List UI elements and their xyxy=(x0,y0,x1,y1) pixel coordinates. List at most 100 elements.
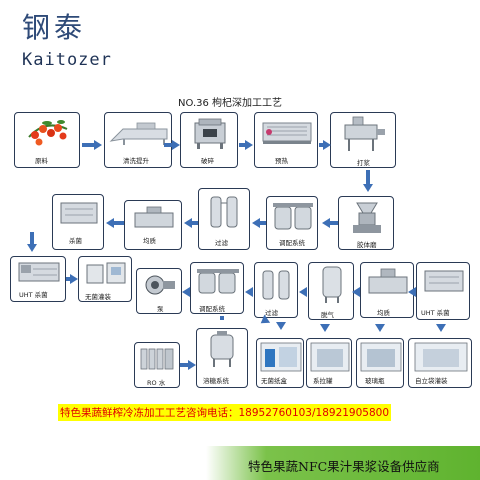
blending-tank-image xyxy=(197,269,239,294)
step-homogenize-2: 均质 xyxy=(360,262,414,318)
preheater-image xyxy=(262,122,312,144)
contact-phones: 18952760103/18921905800 xyxy=(238,407,390,419)
pkg-glass-bottle: 玻璃瓶 xyxy=(356,338,404,388)
flow-arrow-shaft xyxy=(239,143,245,147)
homogenizer-image xyxy=(134,206,174,228)
step-label: 自立袋灌装 xyxy=(415,377,448,385)
step-aseptic-filling: 无菌灌装 xyxy=(78,256,132,302)
step-uht-sterilize-1: UHT 杀菌 xyxy=(10,256,66,302)
uht-sterilizer-image xyxy=(424,270,464,292)
flow-arrow-head xyxy=(70,274,78,284)
flow-arrow-shaft xyxy=(220,316,224,320)
sterilizer-image xyxy=(60,202,98,224)
step-label: 过滤 xyxy=(265,309,278,317)
contact-label: 特色果蔬鲜榨冷冻加工工艺咨询电话： xyxy=(60,407,239,419)
flow-arrow-shaft xyxy=(164,143,172,147)
flow-arrow-head xyxy=(276,322,286,330)
pkg-standup-pouch: 自立袋灌装 xyxy=(408,338,472,388)
step-filter-2: 过滤 xyxy=(254,262,298,318)
footer-text: 特色果蔬NFC果汁果浆设备供应商 xyxy=(248,459,440,474)
step-uht-sterilize-2: UHT 杀菌 xyxy=(416,262,470,320)
footer-banner xyxy=(206,446,480,480)
step-label: 原料 xyxy=(35,157,48,165)
flow-arrow-shaft xyxy=(114,221,124,225)
step-label: 胶体磨 xyxy=(357,241,377,249)
step-label: UHT 杀菌 xyxy=(421,309,450,317)
flow-arrow-head xyxy=(184,218,192,228)
step-raw-material: 原料 xyxy=(14,112,80,168)
step-degassing: 脱气 xyxy=(308,262,354,320)
step-label: 溶糖系统 xyxy=(203,377,229,385)
step-washing-elevator: 清洗提升 xyxy=(104,112,172,168)
step-label: RO 水 xyxy=(147,379,166,387)
flow-arrow-head xyxy=(245,140,253,150)
step-label: 无菌纸盒 xyxy=(261,377,287,385)
filter-image xyxy=(210,196,238,228)
step-blending-system-2: 调配系统 xyxy=(190,262,244,314)
can-filler-image xyxy=(310,342,350,372)
step-homogenize-1: 均质 xyxy=(124,200,182,250)
step-label: 清洗提升 xyxy=(123,157,149,165)
step-ro-water: RO 水 xyxy=(134,342,180,388)
step-colloid-mill: 胶体磨 xyxy=(338,196,394,250)
step-label: 过滤 xyxy=(215,239,228,247)
step-label: 打浆 xyxy=(357,159,370,167)
flow-arrow-shaft xyxy=(82,143,94,147)
carton-filler-image xyxy=(260,342,302,372)
ro-water-image xyxy=(140,348,174,370)
step-preheating: 预热 xyxy=(254,112,318,168)
crusher-image xyxy=(194,118,226,149)
contact-hotline: 特色果蔬鲜榨冷冻加工工艺咨询电话：18952760103/18921905800 xyxy=(58,404,392,421)
flow-arrow-shaft xyxy=(186,290,190,294)
step-blending-system-1: 调配系统 xyxy=(266,196,318,250)
flow-arrow-head xyxy=(363,184,373,192)
step-label: 泵 xyxy=(157,305,164,313)
flow-arrow-head xyxy=(188,360,196,370)
step-pulping: 打浆 xyxy=(330,112,396,168)
flow-arrow-shaft xyxy=(366,170,370,184)
flow-arrow-head xyxy=(323,140,331,150)
step-label: 脱气 xyxy=(321,311,334,319)
step-label: 杀菌 xyxy=(69,237,82,245)
flow-arrow-head xyxy=(436,324,446,332)
flow-arrow-shaft xyxy=(192,221,198,225)
flow-arrow-head xyxy=(352,287,360,297)
step-label: 玻璃瓶 xyxy=(365,377,385,385)
brand-logo-cn: 钢泰 xyxy=(22,11,87,44)
flow-arrow-shaft xyxy=(180,363,188,367)
flow-arrow-head xyxy=(322,218,330,228)
step-sterilize: 杀菌 xyxy=(52,194,104,250)
homogenizer-image xyxy=(368,268,408,294)
step-label: 调配系统 xyxy=(279,239,305,247)
step-pump: 泵 xyxy=(136,268,182,314)
flow-arrow-head xyxy=(27,244,37,252)
flow-arrow-head xyxy=(94,140,102,150)
flow-arrow-head xyxy=(375,324,385,332)
pump-image xyxy=(145,275,175,295)
colloid-mill-image xyxy=(353,202,381,233)
aseptic-filler-image xyxy=(86,262,126,284)
step-label: 均质 xyxy=(143,237,156,245)
flow-arrow-head xyxy=(245,287,253,297)
flow-arrow-shaft xyxy=(330,221,338,225)
step-label: 预热 xyxy=(275,157,288,165)
sugar-dissolver-image xyxy=(210,331,234,367)
flow-arrow-head xyxy=(252,218,260,228)
step-label: 系拉罐 xyxy=(313,377,333,385)
step-label: UHT 杀菌 xyxy=(19,291,48,299)
flow-arrow-shaft xyxy=(30,232,34,244)
step-sugar-dissolving: 溶糖系统 xyxy=(196,328,248,388)
goji-berry-image xyxy=(28,120,68,146)
step-filter-1: 过滤 xyxy=(198,188,250,250)
diagram-title: NO.36 枸杞深加工工艺 xyxy=(178,98,283,109)
flow-arrow-head xyxy=(320,324,330,332)
step-label: 破碎 xyxy=(201,157,214,165)
step-label: 无菌灌装 xyxy=(85,293,111,301)
uht-sterilizer-image xyxy=(18,262,60,282)
pouch-filler-image xyxy=(414,342,468,372)
flow-arrow-head xyxy=(408,287,416,297)
step-crushing: 破碎 xyxy=(180,112,238,168)
flow-arrow-shaft xyxy=(66,277,70,281)
flow-arrow-shaft xyxy=(319,143,323,147)
filter-image xyxy=(262,270,290,300)
